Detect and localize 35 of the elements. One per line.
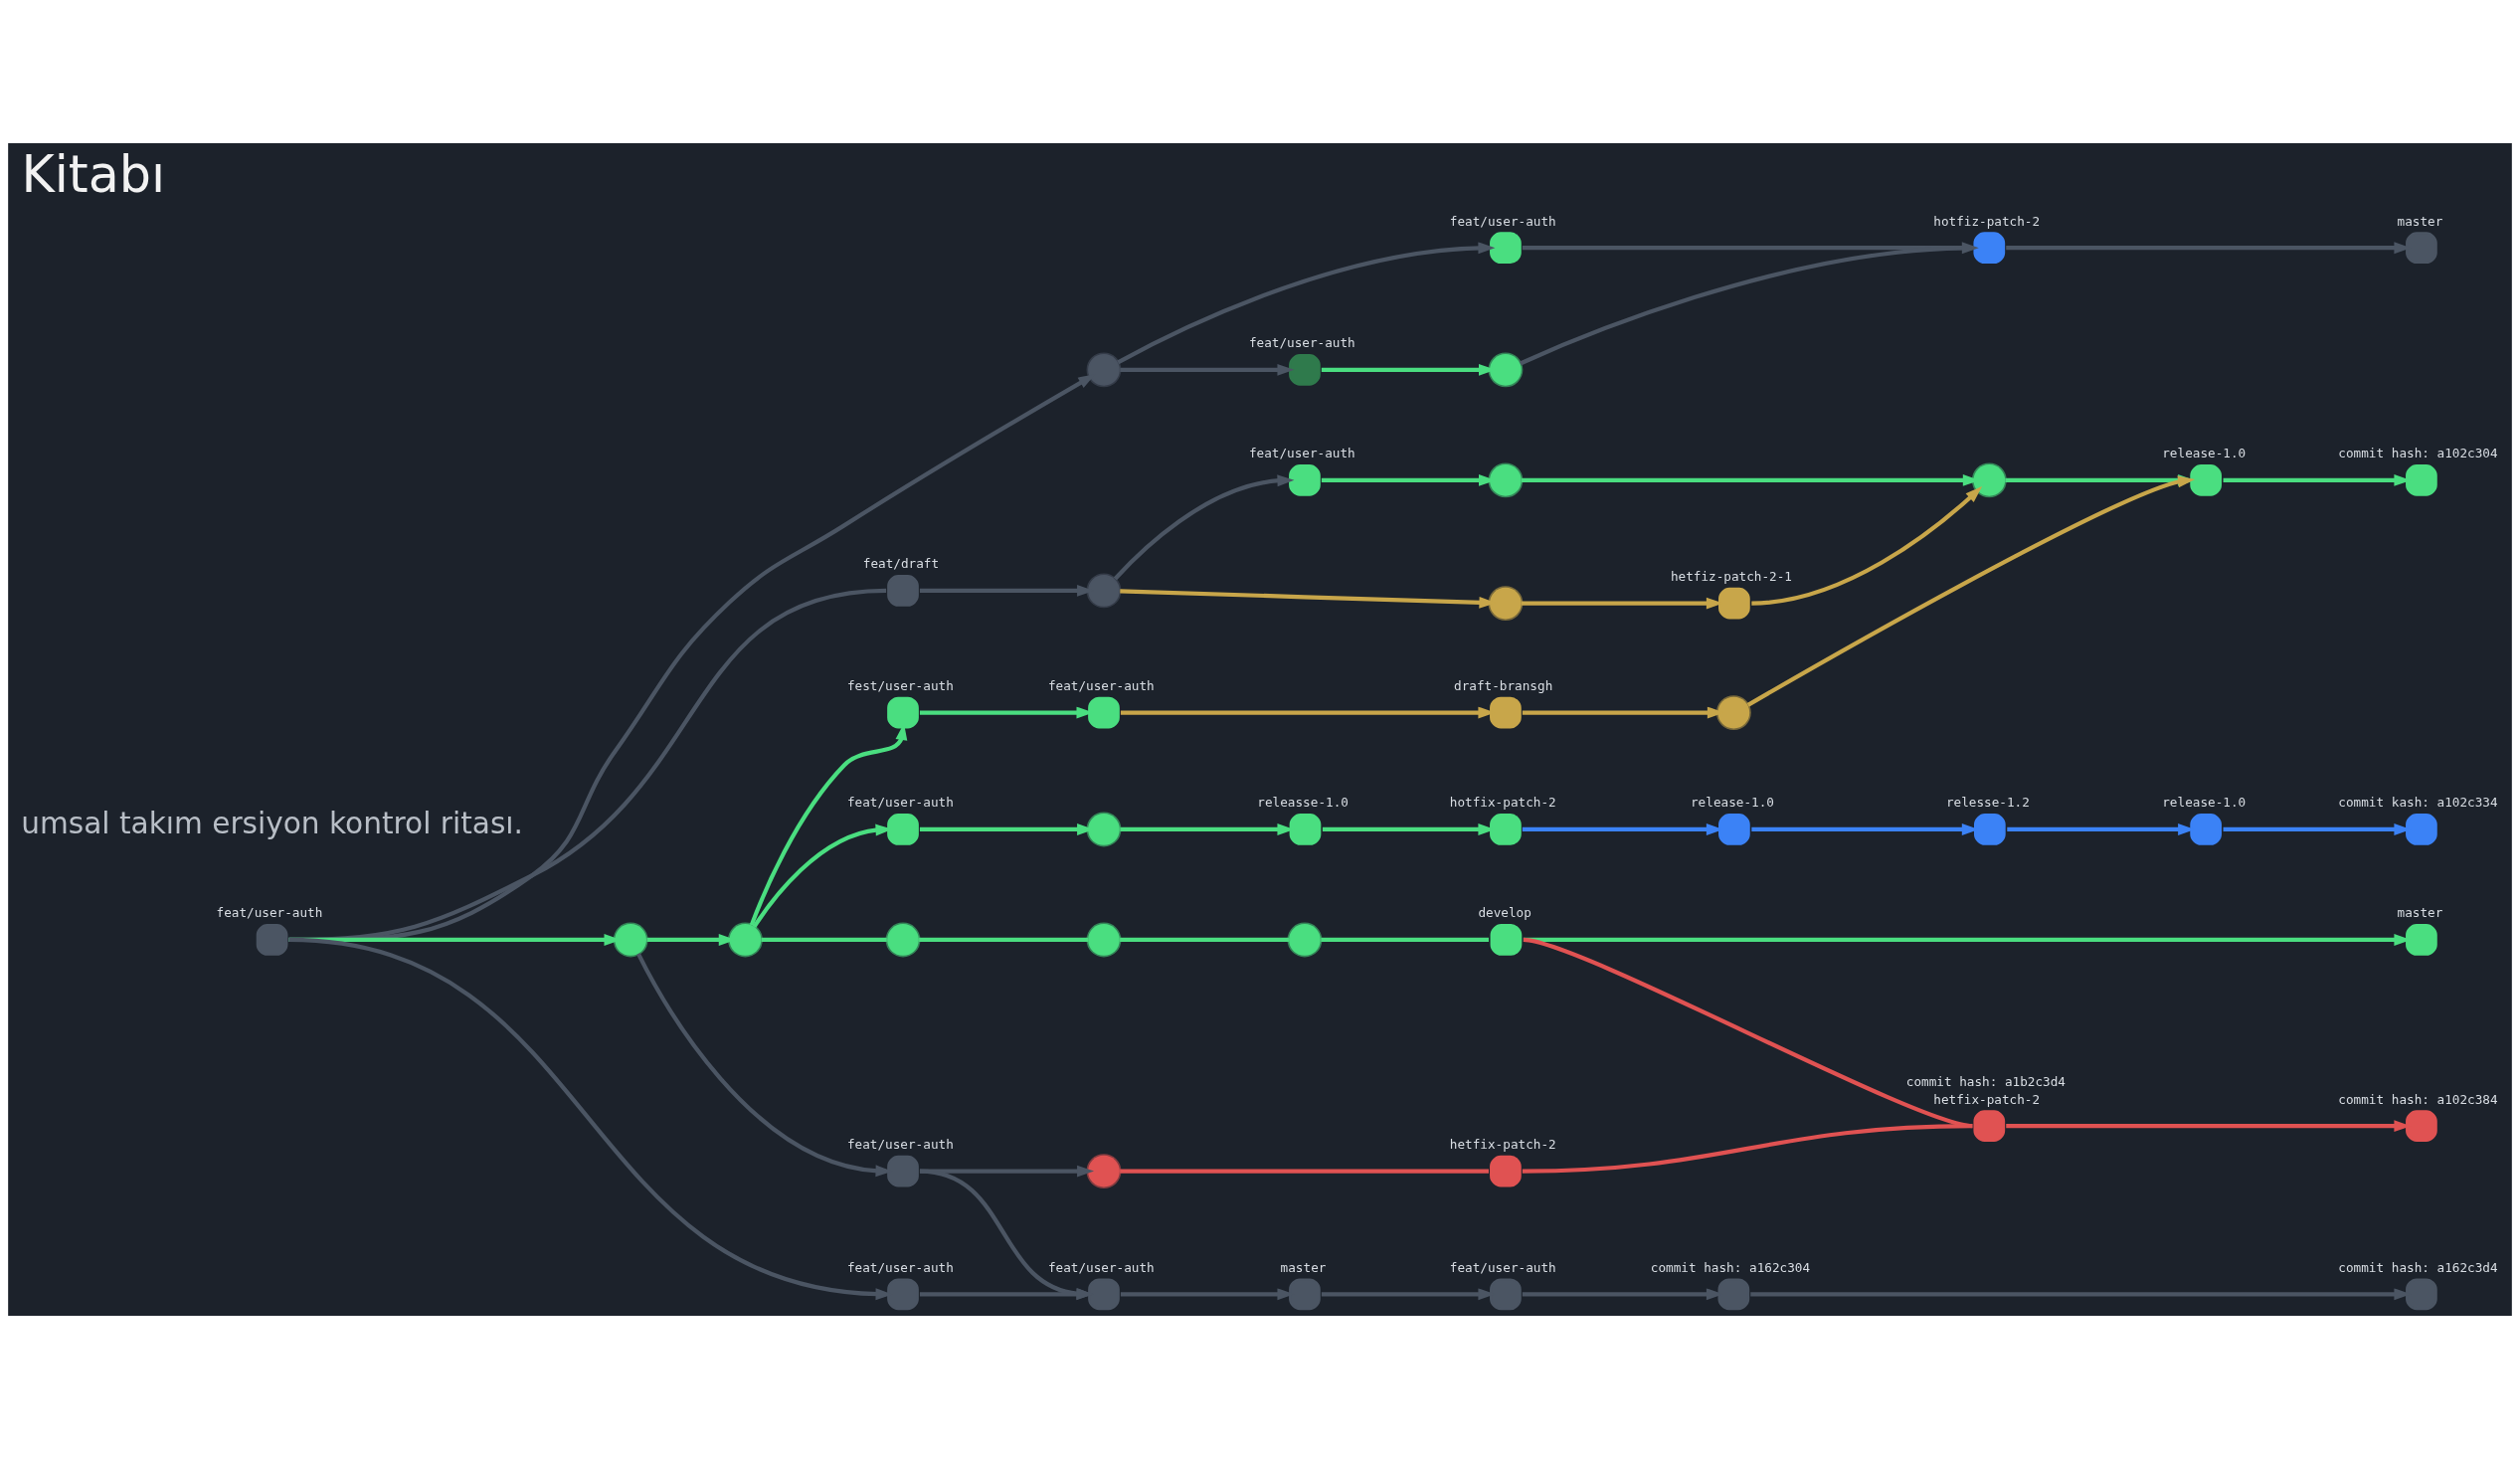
node-label: commit hash: a162c3d4 xyxy=(2338,1259,2498,1275)
node-label: feat/user-auth xyxy=(846,1259,954,1275)
node-label: feat/draft xyxy=(862,556,940,572)
node-label: fest/user-auth xyxy=(846,677,954,693)
node-label: release-1.0 xyxy=(2162,446,2247,461)
node-label: relesse-1.2 xyxy=(1945,795,2030,811)
node-label: master xyxy=(1280,1259,1327,1275)
node-label: master xyxy=(2397,213,2443,229)
node-label: release-1.0 xyxy=(2162,795,2247,811)
node-label: commit hash: a162c304 xyxy=(1650,1259,1811,1275)
node-label: feat/user-auth xyxy=(1248,335,1355,351)
node-label: develop xyxy=(1478,905,1531,921)
node-label: feat/user-auth xyxy=(846,1136,954,1152)
node-label: feat/user-auth xyxy=(1047,1259,1155,1275)
node-label: feat/user-auth xyxy=(1248,446,1355,461)
node-label: feat/user-auth xyxy=(1449,1259,1556,1275)
label: umsal takım ersiyon kontrol ritası. xyxy=(21,807,524,841)
node-label: hotfix-patch-2 xyxy=(1449,795,1556,811)
node-label: commit hash: a102c304 xyxy=(2338,446,2498,461)
node-label: releasse-1.0 xyxy=(1257,795,1349,811)
node-label: release-1.0 xyxy=(1691,795,1774,811)
node-label: commit hash: a102c384 xyxy=(2338,1091,2498,1107)
node-label: hetfiz-patch-2-1 xyxy=(1670,568,1792,584)
node-label: hotfiz-patch-2 xyxy=(1933,213,2041,229)
node-label: feat/user-auth xyxy=(1047,677,1155,693)
node-label: feat/user-auth xyxy=(846,795,954,811)
node-label: commit hash: a1b2c3d4 xyxy=(1905,1073,2066,1089)
diagram-title: Kitabı xyxy=(21,145,166,205)
node-label: hetfix-patch-2 xyxy=(1933,1091,2041,1107)
node-label: hetfix-patch-2 xyxy=(1449,1136,1556,1152)
node-label: master xyxy=(2397,905,2443,921)
node-label: feat/user-auth xyxy=(1449,213,1556,229)
node-label: draft-bransgh xyxy=(1454,677,1553,693)
node-label: feat/user-auth xyxy=(216,905,323,921)
node-label: commit kash: a102c334 xyxy=(2338,795,2498,811)
